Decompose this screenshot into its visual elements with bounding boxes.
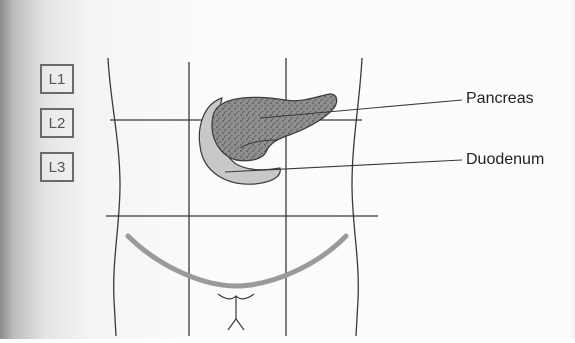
vertebra-box-l2: L2 (40, 108, 74, 138)
vertebra-label: L2 (49, 115, 66, 132)
vertebra-label: L1 (49, 71, 66, 88)
vertebra-box-l1: L1 (40, 64, 74, 94)
duodenum-label: Duodenum (466, 151, 544, 169)
pubic-symphysis (218, 294, 254, 330)
vertebra-box-l3: L3 (40, 152, 74, 182)
torso-right-outline (352, 58, 362, 336)
duodenum-pointer-line (225, 160, 462, 172)
pelvic-brim-arc (128, 236, 346, 286)
page-edge-right (569, 0, 575, 343)
vertebra-label: L3 (49, 159, 66, 176)
pancreas-shape (212, 94, 337, 161)
pancreas-label: Pancreas (466, 90, 534, 108)
page-edge-bottom (0, 339, 575, 343)
torso-left-outline (108, 58, 120, 336)
